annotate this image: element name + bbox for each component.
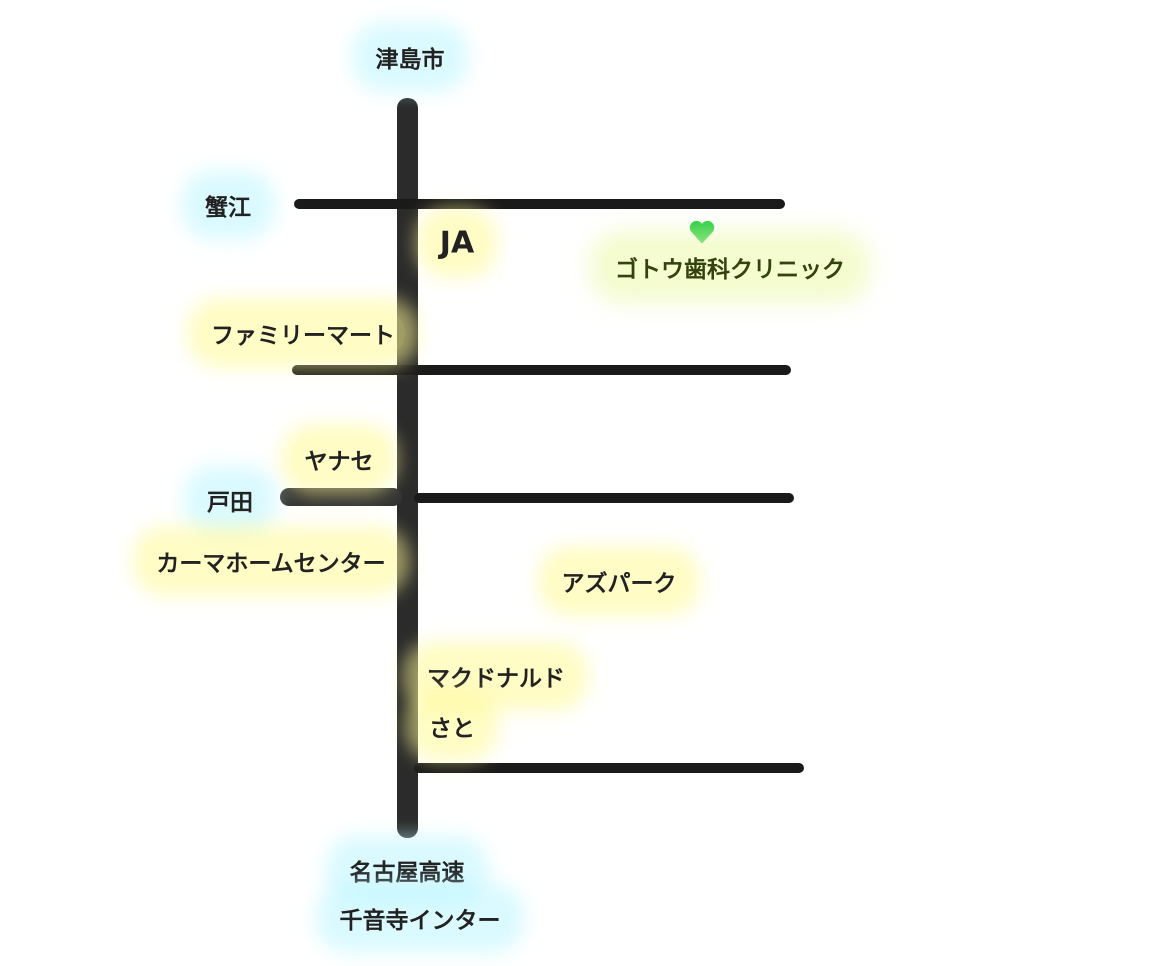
road-toda <box>280 488 402 506</box>
label-kanie: 蟹江 <box>195 184 261 226</box>
label-ja: JA <box>429 221 485 265</box>
label-nagoya-expressway: 名古屋高速 <box>339 849 475 891</box>
label-goto-dental-clinic: ゴトウ歯科クリニック <box>605 246 855 288</box>
label-mcdonalds: マクドナルド <box>417 655 575 697</box>
road-south <box>414 763 804 773</box>
label-tsushima: 津島市 <box>365 36 455 78</box>
label-sato: さと <box>419 705 485 747</box>
road-east-toda <box>414 493 794 503</box>
label-senonji-interchange: 千音寺インター <box>329 897 511 939</box>
heart-icon <box>689 220 715 244</box>
label-azpark: アズパーク <box>551 560 687 602</box>
main-road-vertical <box>397 98 418 838</box>
road-kanie <box>294 199 785 209</box>
label-familymart: ファミリーマート <box>201 312 405 354</box>
label-toda: 戸田 <box>197 479 263 521</box>
road-familymart <box>292 365 791 375</box>
label-yanase: ヤナセ <box>294 438 384 480</box>
label-kahma-home-center: カーマホームセンター <box>146 540 396 582</box>
